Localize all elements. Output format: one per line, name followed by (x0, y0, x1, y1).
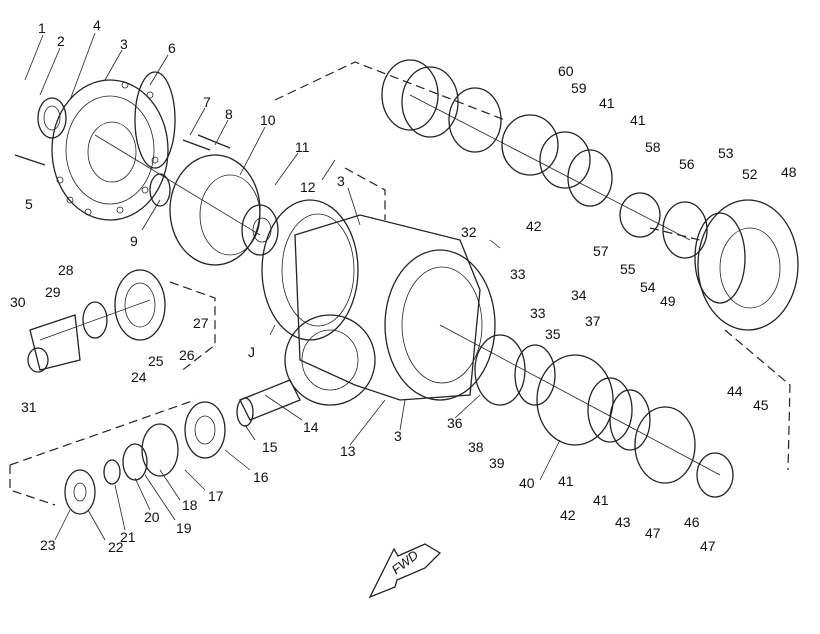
callout-55: 57 (593, 243, 609, 259)
callout-2: 2 (57, 33, 65, 49)
right-end-cover (694, 199, 799, 331)
callout-8: 8 (225, 106, 233, 122)
callout-41d: 41 (630, 112, 646, 128)
callout-22: 22 (108, 539, 124, 555)
callout-19: 19 (176, 520, 192, 536)
callout-46: 46 (684, 514, 700, 530)
callout-48: 48 (781, 164, 797, 180)
callout-50: 52 (742, 166, 758, 182)
callout-45: 45 (753, 397, 769, 413)
callout-31: 31 (21, 399, 37, 415)
callout-44: 44 (727, 383, 743, 399)
callout-41a: 41 (558, 473, 574, 489)
callout-3c: 3 (394, 428, 402, 444)
upper-clutch-stack (381, 59, 708, 259)
callout-1: 1 (38, 20, 46, 36)
callout-3b: 3 (337, 173, 345, 189)
callout-40: 39 (489, 455, 505, 471)
callout-53: 55 (620, 261, 636, 277)
callout-12: 12 (300, 179, 316, 195)
callout-58: 60 (558, 63, 574, 79)
callout-3: 3 (120, 36, 128, 52)
callout-25: 25 (148, 353, 164, 369)
assembly-axis-lines (39, 94, 721, 476)
callout-51: 53 (718, 145, 734, 161)
callout-41c: 41 (599, 95, 615, 111)
callout-41b: 41 (593, 492, 609, 508)
callout-57: 59 (571, 80, 587, 96)
callout-18: 18 (182, 497, 198, 513)
callout-4: 4 (93, 17, 101, 33)
callout-7: 7 (203, 94, 211, 110)
callout-39: 38 (468, 439, 484, 455)
callout-23: 23 (40, 537, 56, 553)
callout-17: 17 (208, 488, 224, 504)
callout-20: 20 (144, 509, 160, 525)
callout-11: 11 (295, 139, 310, 155)
callout-29: 29 (45, 284, 61, 300)
callout-42b: 42 (560, 507, 576, 523)
callout-15: 15 (262, 439, 278, 455)
group-outlines (9, 61, 791, 506)
callout-43: 43 (615, 514, 631, 530)
left-bolts (14, 134, 231, 166)
callout-6: 6 (168, 40, 176, 56)
callout-21: 21 (120, 529, 136, 545)
callout-52: 54 (640, 279, 656, 295)
center-housing (284, 214, 496, 406)
callout-38: 40 (519, 475, 535, 491)
bearing-cage (149, 154, 279, 266)
bevel-gear (261, 199, 359, 341)
callout-28: 28 (58, 262, 74, 278)
callout-42a: 42 (526, 218, 542, 234)
callout-26: 26 (179, 347, 195, 363)
callout-47b: 47 (700, 538, 716, 554)
left-end-housing (37, 71, 176, 221)
callout-35: 35 (545, 326, 561, 342)
pinion-group (64, 379, 301, 515)
callout-16: 16 (253, 469, 269, 485)
callout-labels: 1 2 3 4 5 6 7 8 9 10 11 12 3 13 3 14 15 … (10, 17, 797, 555)
callout-37: 37 (585, 313, 601, 329)
callout-36: 36 (447, 415, 463, 431)
callout-33b: 33 (530, 305, 546, 321)
callout-34: 34 (571, 287, 587, 303)
callout-10: 10 (260, 112, 276, 128)
yoke-group (27, 269, 166, 373)
callout-32: 32 (461, 224, 477, 240)
callout-54: 56 (679, 156, 695, 172)
callout-leaders (24, 32, 561, 541)
callout-47a: 47 (645, 525, 661, 541)
callout-27: 27 (193, 315, 209, 331)
forward-arrow: FWD (368, 543, 442, 599)
callout-24: 24 (131, 369, 147, 385)
callout-5: 5 (25, 196, 33, 212)
callout-49: 49 (660, 293, 676, 309)
callout-J: J (248, 344, 255, 360)
callout-30: 30 (10, 294, 26, 310)
callout-13: 13 (340, 443, 356, 459)
callout-56: 58 (645, 139, 661, 155)
callout-9: 9 (130, 233, 138, 249)
lower-clutch-stack (474, 334, 734, 498)
callout-14: 14 (303, 419, 319, 435)
callout-33a: 33 (510, 266, 526, 282)
